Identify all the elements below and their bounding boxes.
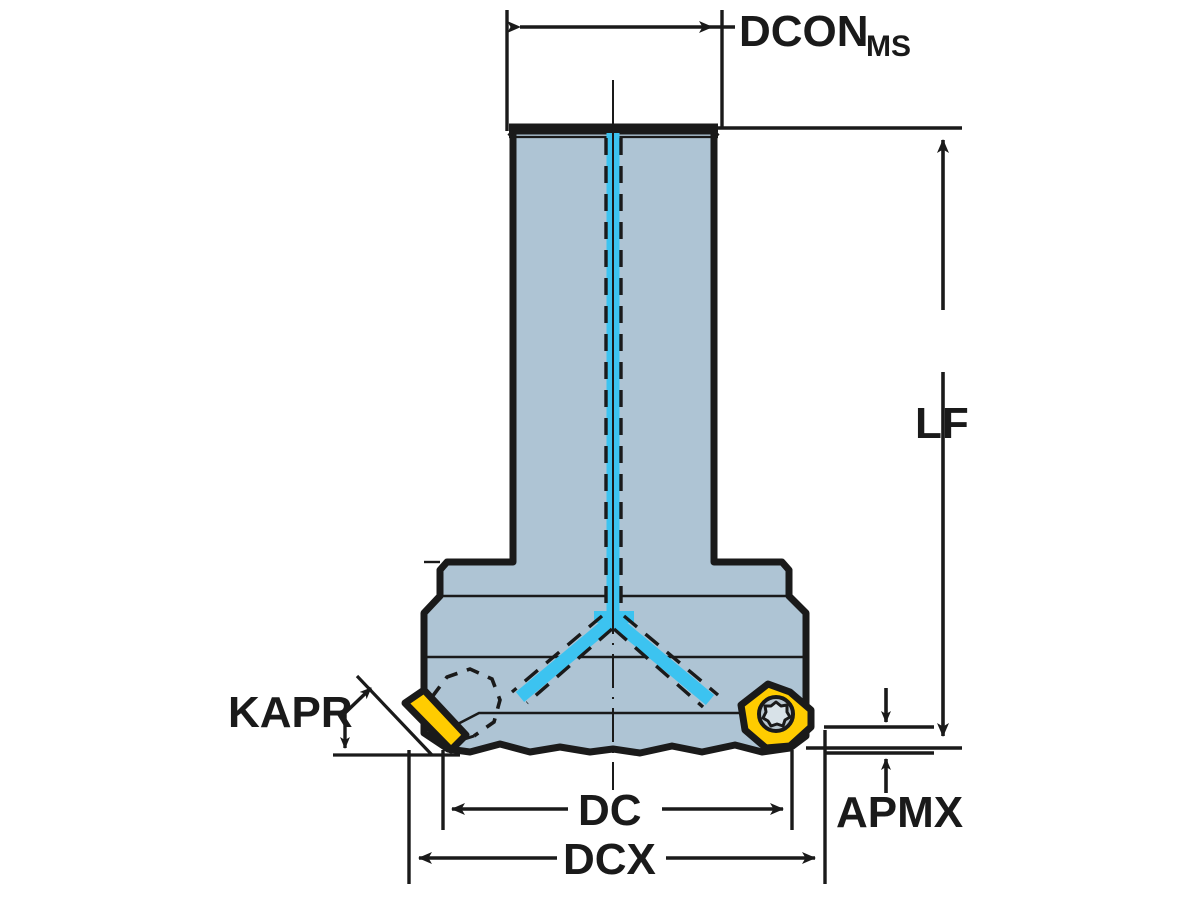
shank-top-chamfer-left xyxy=(507,129,515,138)
dcon-subscript-label: MS xyxy=(866,30,911,63)
coolant-branch-right xyxy=(611,616,715,706)
kapr-label: KAPR xyxy=(228,688,353,737)
coolant-branch-left xyxy=(515,617,615,702)
coolant-branch-left-edge-a xyxy=(510,614,604,694)
dimension-dc: DC xyxy=(441,750,794,835)
dimension-apmx: APMX xyxy=(824,688,963,837)
coolant-branch-right-edge-b xyxy=(612,627,705,709)
dcx-label: DCX xyxy=(563,835,656,884)
coolant-branch-left-edge-b xyxy=(525,627,614,705)
dimension-lf: LF xyxy=(718,126,969,750)
shank-top-chamfer-right xyxy=(712,129,720,138)
dcon-label: DCON xyxy=(739,7,869,56)
insert-left[interactable] xyxy=(401,686,470,754)
dimension-kapr: KAPR xyxy=(228,674,460,757)
lf-label: LF xyxy=(915,399,969,448)
coolant-branch-right-edge-a xyxy=(622,614,720,697)
dimension-dcx: DCX xyxy=(407,730,827,884)
kapr-arrow-upper xyxy=(343,686,373,715)
tool-assembly xyxy=(401,80,815,790)
dc-label: DC xyxy=(578,786,642,835)
hidden-insert-outline xyxy=(430,667,502,738)
dimension-dcon: DCON MS xyxy=(505,7,911,131)
apmx-label: APMX xyxy=(836,788,963,837)
torx-socket-icon xyxy=(761,700,792,728)
